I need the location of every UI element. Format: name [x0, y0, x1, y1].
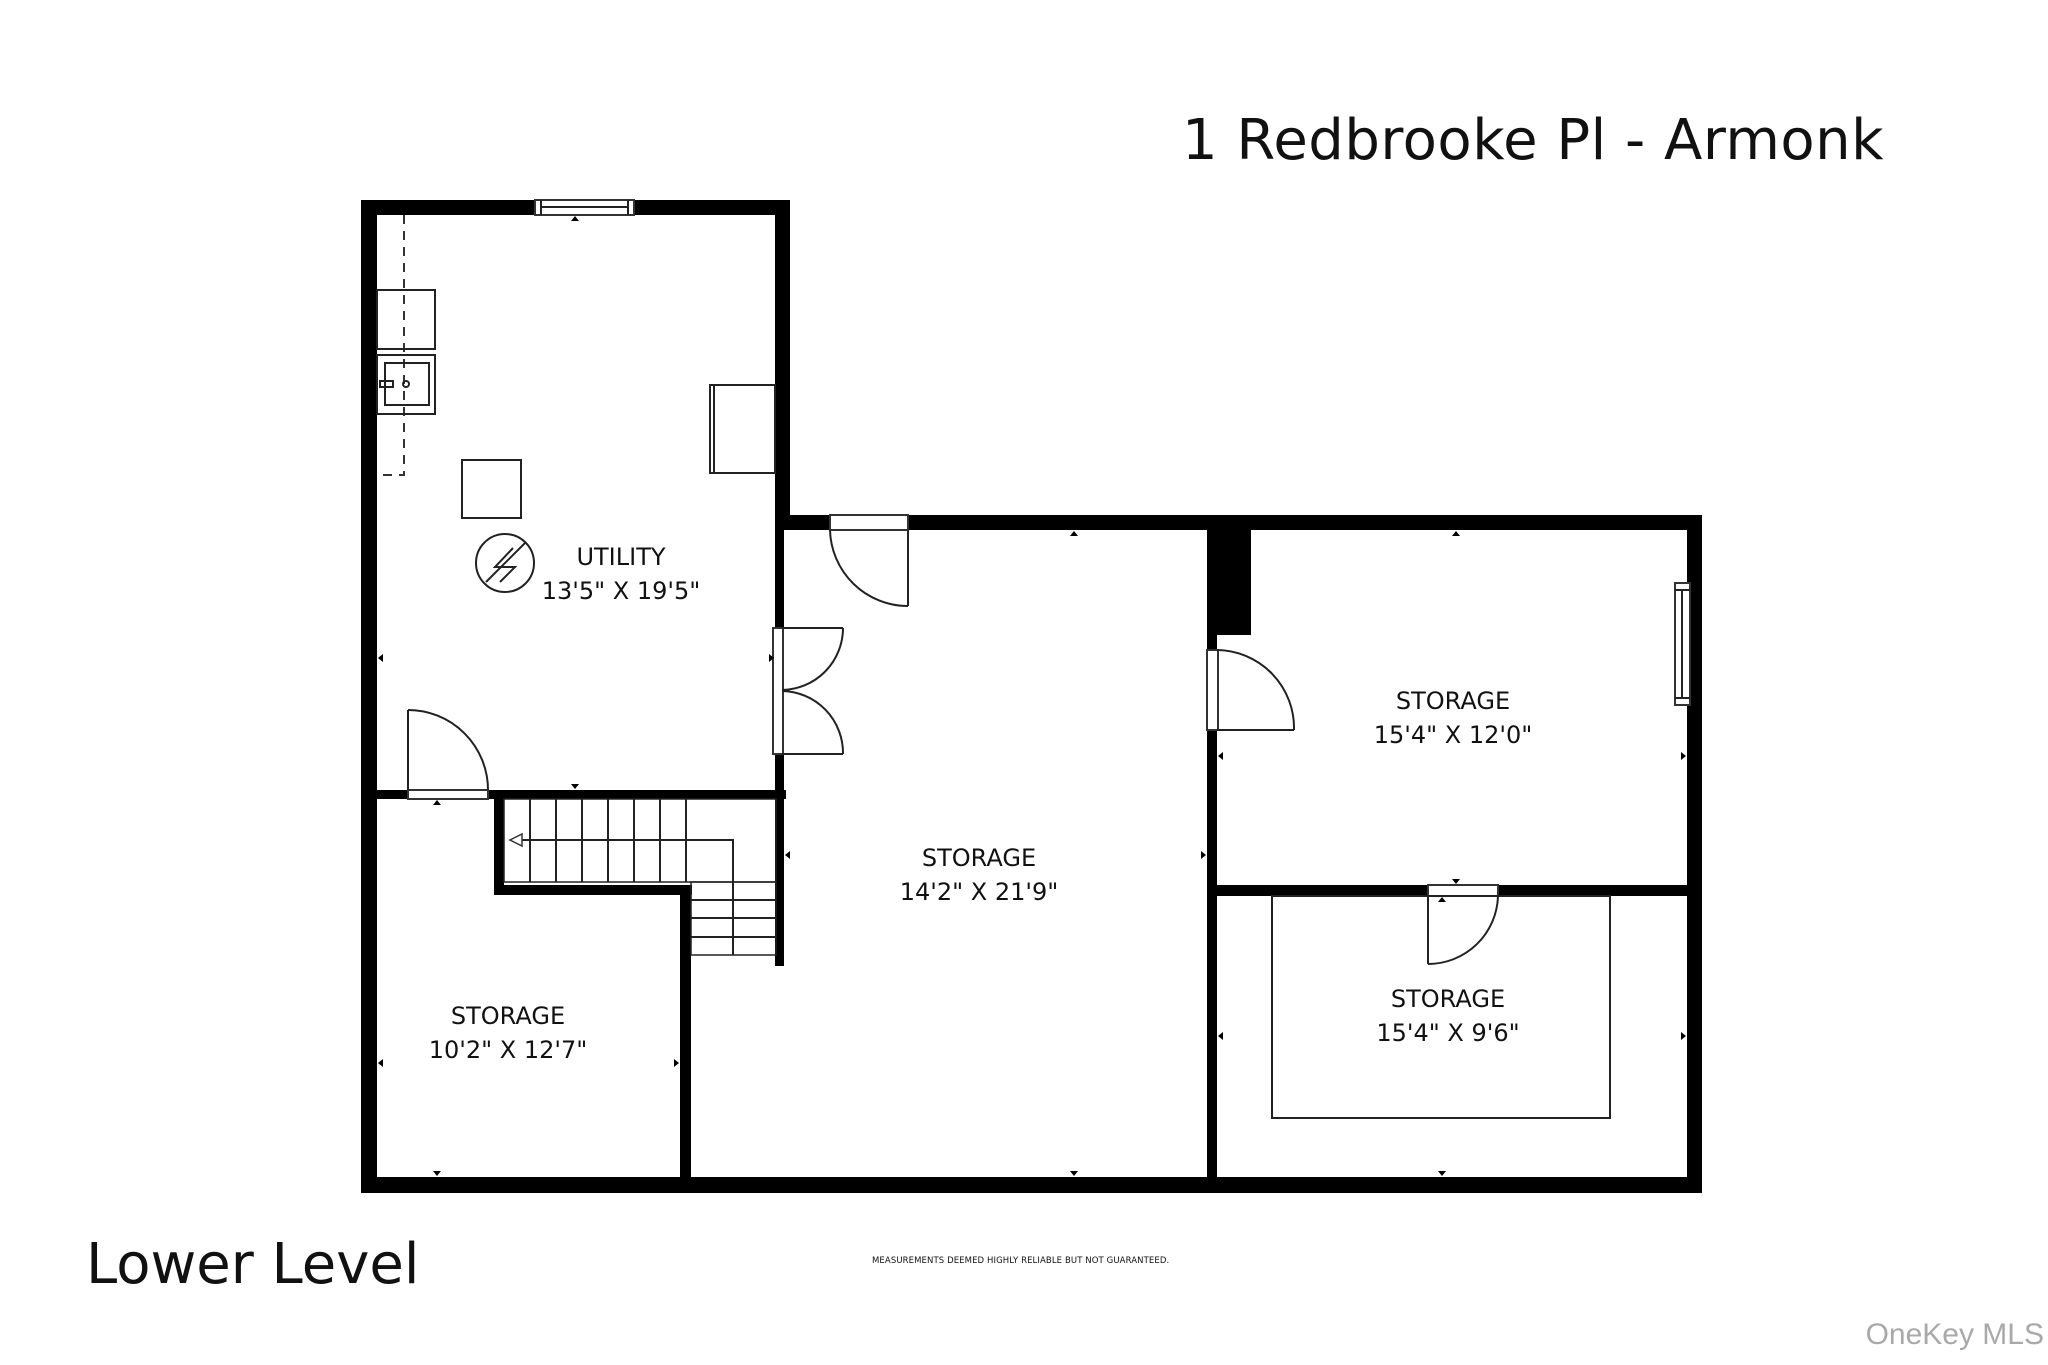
window-utility-top — [534, 199, 635, 216]
door-middle-storage-top — [829, 514, 909, 607]
door-right-storage-upper — [1206, 649, 1296, 731]
room-label-storage-middle: STORAGE 14'2" X 21'9" — [900, 841, 1059, 909]
room-name: STORAGE — [1390, 985, 1506, 1013]
room-dimensions: 15'4" X 9'6" — [1376, 1019, 1520, 1047]
mls-watermark: OneKey MLS — [1865, 1318, 2044, 1351]
room-label-storage-lower-left: STORAGE 10'2" X 12'7" — [429, 999, 588, 1067]
storage-lower-right-outline — [1271, 895, 1611, 1119]
property-address-title: 1 Redbrooke Pl - Armonk — [1182, 108, 1885, 173]
room-label-utility: UTILITY 13'5" X 19'5" — [542, 540, 701, 608]
floor-level-label: Lower Level — [86, 1232, 420, 1297]
utility-sink-icon — [376, 354, 436, 415]
electrical-panel-icon — [475, 533, 535, 593]
room-name: STORAGE — [1395, 687, 1511, 715]
dimension-markers — [378, 216, 1686, 1176]
double-door-utility-middle — [772, 627, 845, 755]
room-name: STORAGE — [450, 1002, 566, 1030]
room-name: UTILITY — [576, 543, 666, 571]
door-utility-storage — [407, 709, 489, 800]
room-dimensions: 13'5" X 19'5" — [541, 577, 701, 605]
measurement-disclaimer: MEASUREMENTS DEEMED HIGHLY RELIABLE BUT … — [872, 1256, 1170, 1266]
room-label-storage-lower-right: STORAGE 15'4" X 9'6" — [1376, 982, 1519, 1050]
room-dimensions: 15'4" X 12'0" — [1373, 721, 1533, 749]
room-dimensions: 10'2" X 12'7" — [428, 1036, 588, 1064]
window-storage-right — [1674, 582, 1691, 706]
room-name: STORAGE — [921, 844, 1037, 872]
utility-fixtures — [376, 215, 776, 593]
room-label-storage-upper-right: STORAGE 15'4" X 12'0" — [1374, 684, 1533, 752]
windows — [534, 199, 1691, 706]
room-dimensions: 14'2" X 21'9" — [899, 878, 1059, 906]
stairs-icon — [503, 798, 777, 956]
